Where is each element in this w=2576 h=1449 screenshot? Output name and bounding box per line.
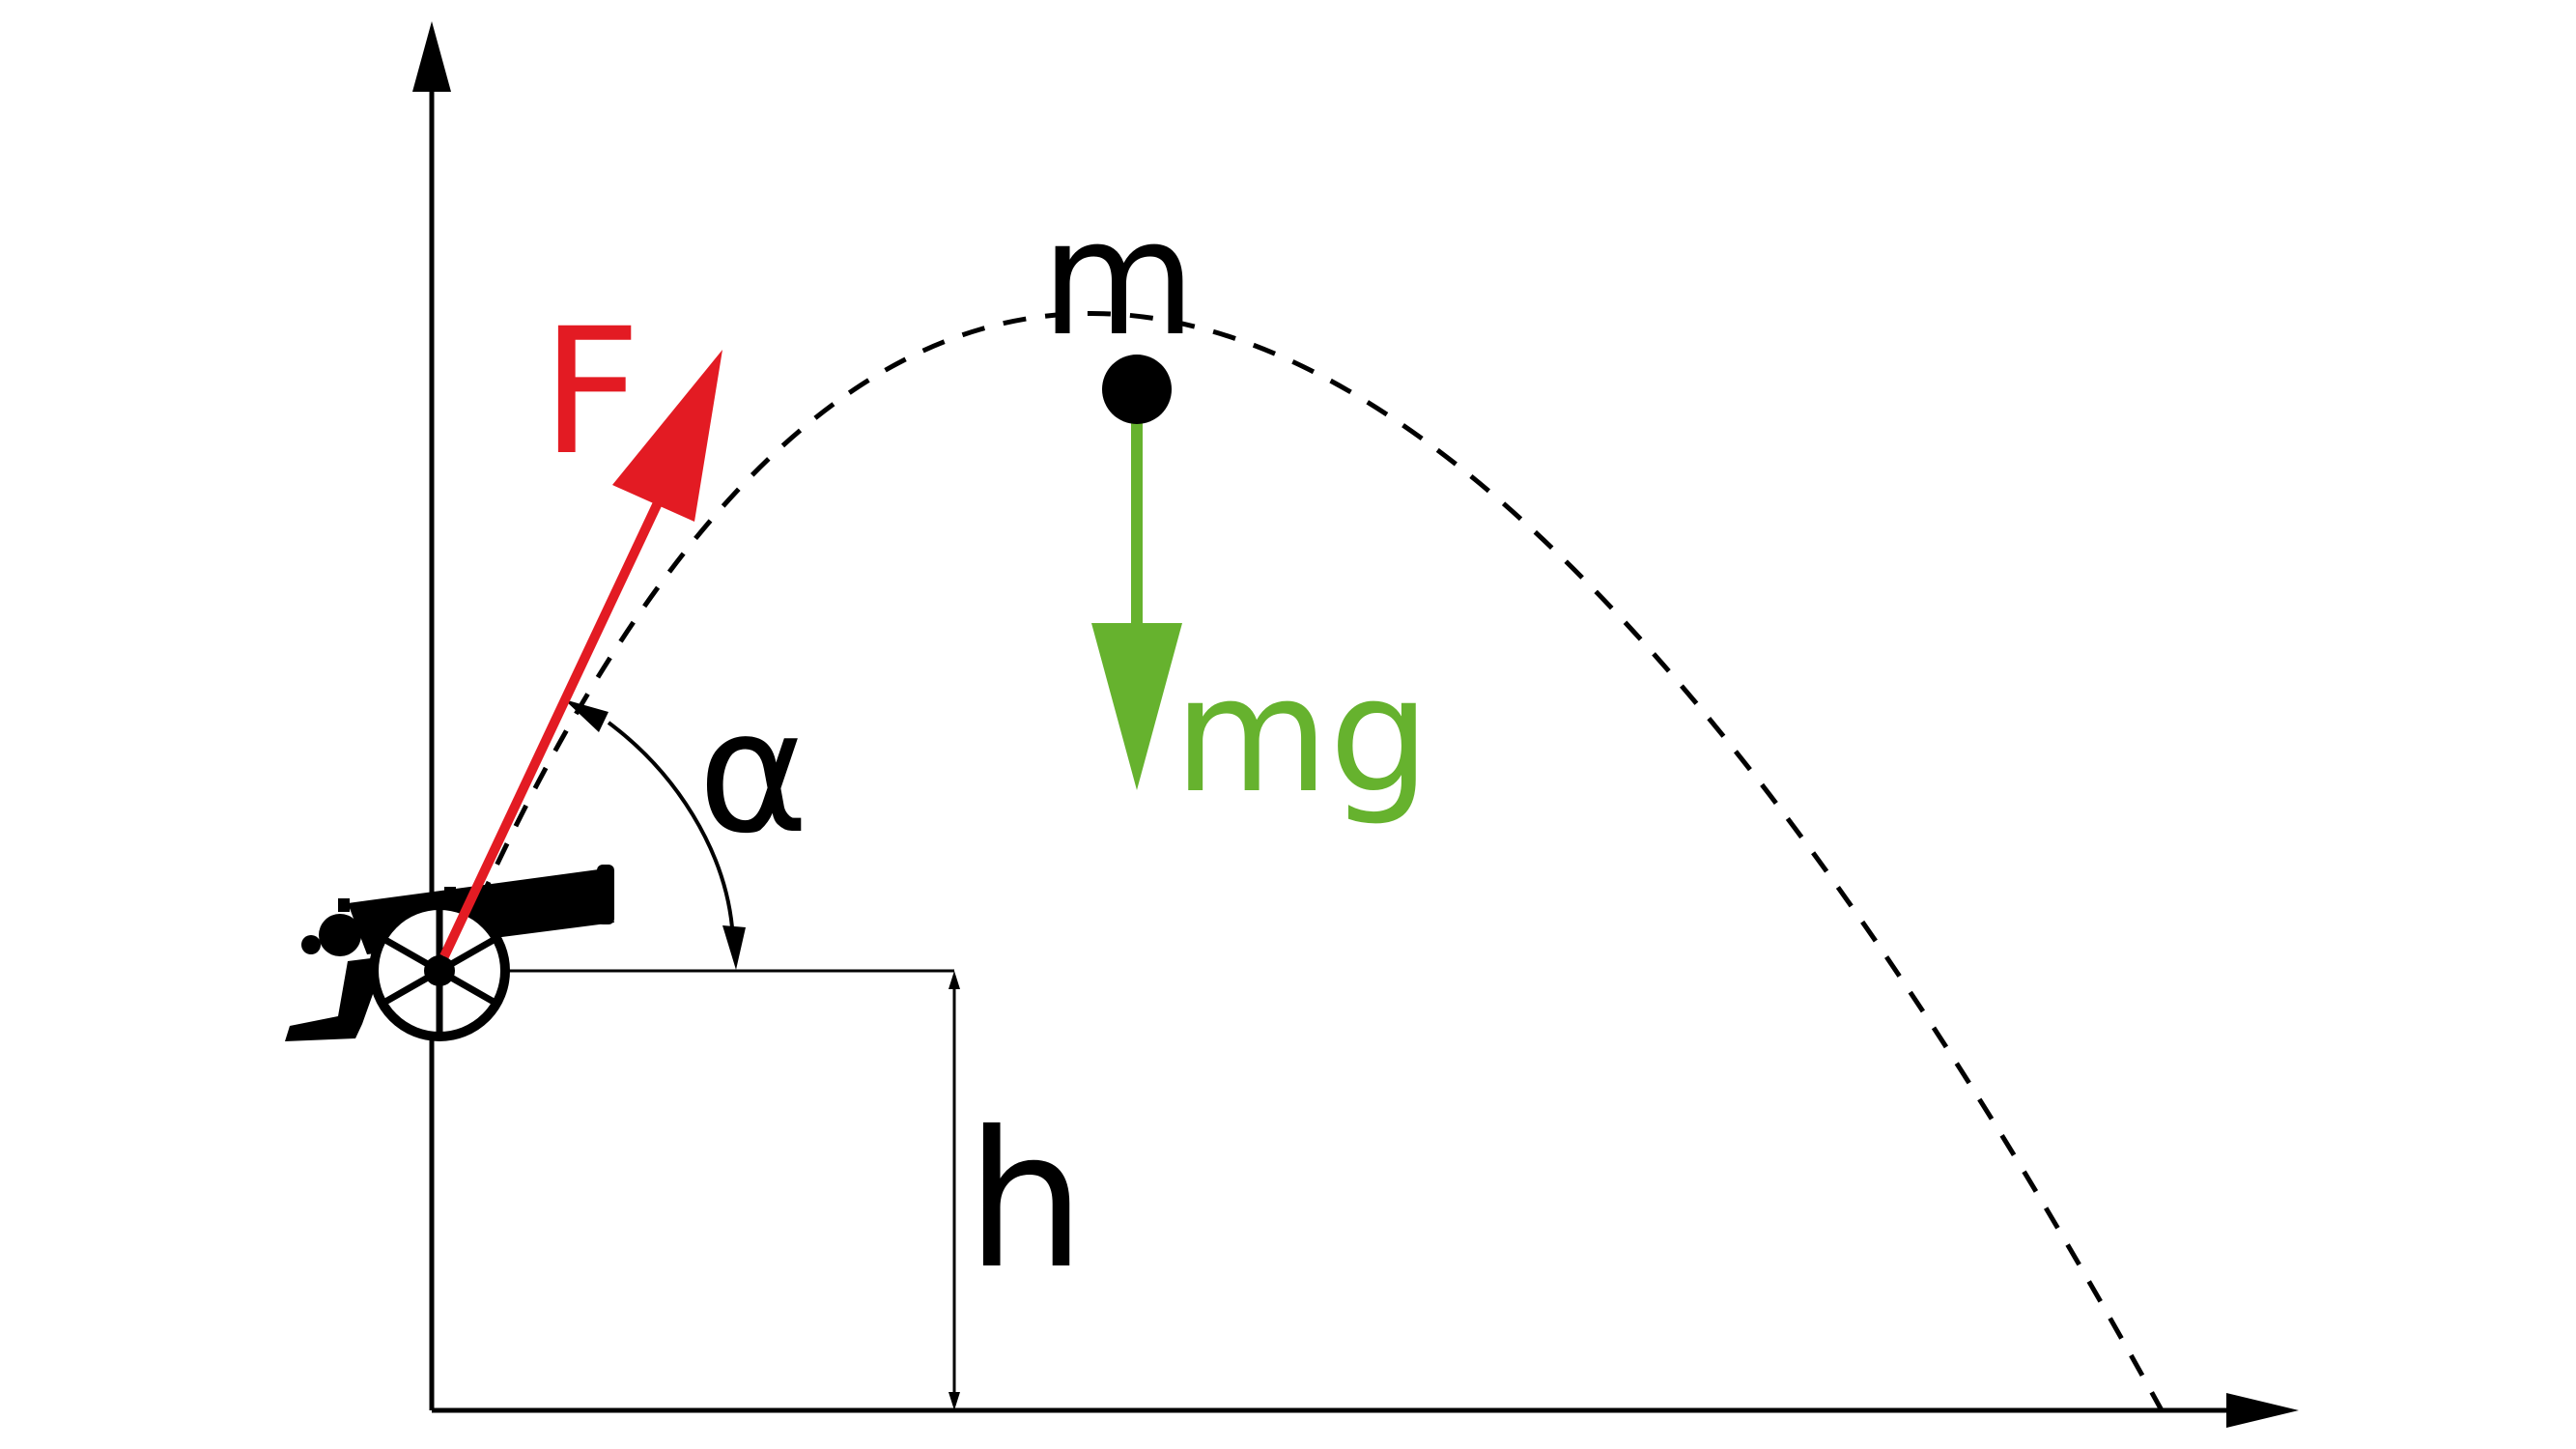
angle-arc — [564, 699, 746, 970]
height-label: h — [966, 1091, 1086, 1310]
weight-label: mg — [1174, 642, 1430, 828]
force-vector — [439, 350, 722, 959]
angle-label: α — [697, 675, 808, 871]
ball-icon — [1102, 355, 1172, 424]
trajectory-path — [459, 311, 2165, 1412]
height-dimension — [948, 971, 960, 1410]
x-axis-arrowhead — [2226, 1393, 2299, 1428]
force-label: F — [541, 292, 641, 494]
mass-label: m — [1041, 185, 1197, 371]
x-axis — [432, 1393, 2299, 1428]
cannon-icon — [285, 865, 614, 1041]
y-axis — [412, 21, 451, 1410]
weight-vector — [1091, 411, 1182, 790]
y-axis-arrowhead — [412, 21, 451, 92]
